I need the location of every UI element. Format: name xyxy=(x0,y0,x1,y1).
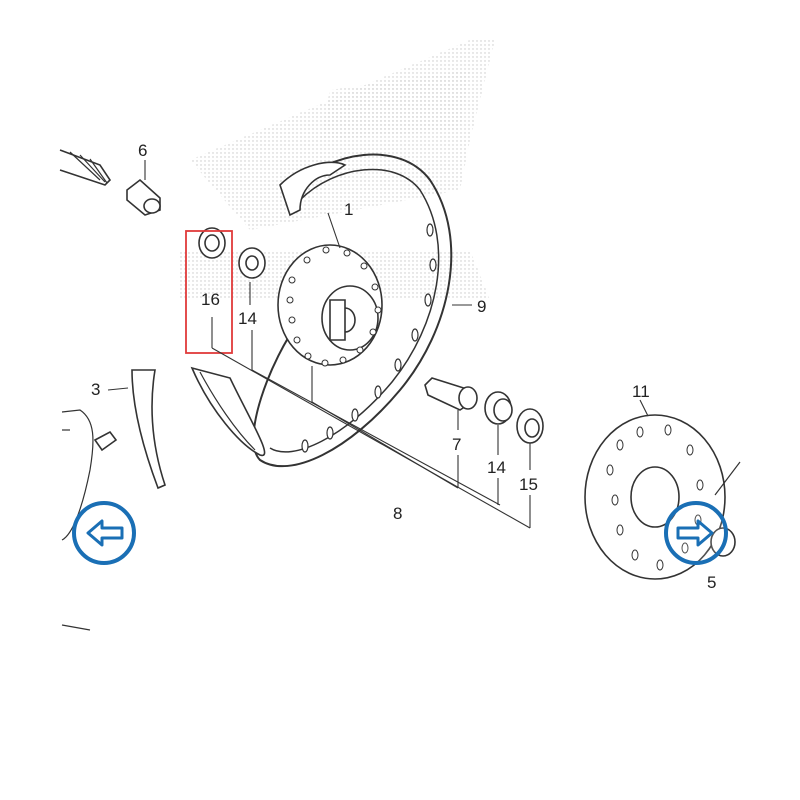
callout-14-left: 14 xyxy=(238,309,257,328)
spacer-part-7 xyxy=(424,377,478,411)
arrow-left-icon xyxy=(86,519,124,547)
callout-11: 11 xyxy=(632,382,650,401)
bearing-part-14-right xyxy=(484,391,513,425)
arrow-right-icon xyxy=(676,519,714,547)
callout-6: 6 xyxy=(138,141,147,160)
next-diagram-button[interactable] xyxy=(664,501,728,565)
axle-shaft xyxy=(59,149,112,186)
bearing-part-16 xyxy=(198,227,226,259)
wheel-hub xyxy=(277,212,383,367)
callout-14-right: 14 xyxy=(487,458,506,477)
callout-1: 1 xyxy=(344,200,353,219)
prev-diagram-button[interactable] xyxy=(72,501,136,565)
collar-part-6 xyxy=(126,160,161,216)
rim-band xyxy=(190,366,266,457)
watermark-logo xyxy=(180,40,495,300)
seal-part-15 xyxy=(516,408,544,444)
leader-lines xyxy=(211,282,649,529)
brake-panel-partial xyxy=(61,409,118,631)
callout-3: 3 xyxy=(91,380,100,399)
callout-15: 15 xyxy=(519,475,538,494)
bearing-part-14-left xyxy=(238,247,266,279)
callout-5: 5 xyxy=(707,573,716,592)
flap-part-3 xyxy=(107,369,166,490)
callout-8: 8 xyxy=(393,504,402,523)
callout-7: 7 xyxy=(452,435,461,454)
callout-16: 16 xyxy=(201,290,220,309)
callout-9: 9 xyxy=(477,297,486,316)
highlight-box xyxy=(185,230,233,354)
